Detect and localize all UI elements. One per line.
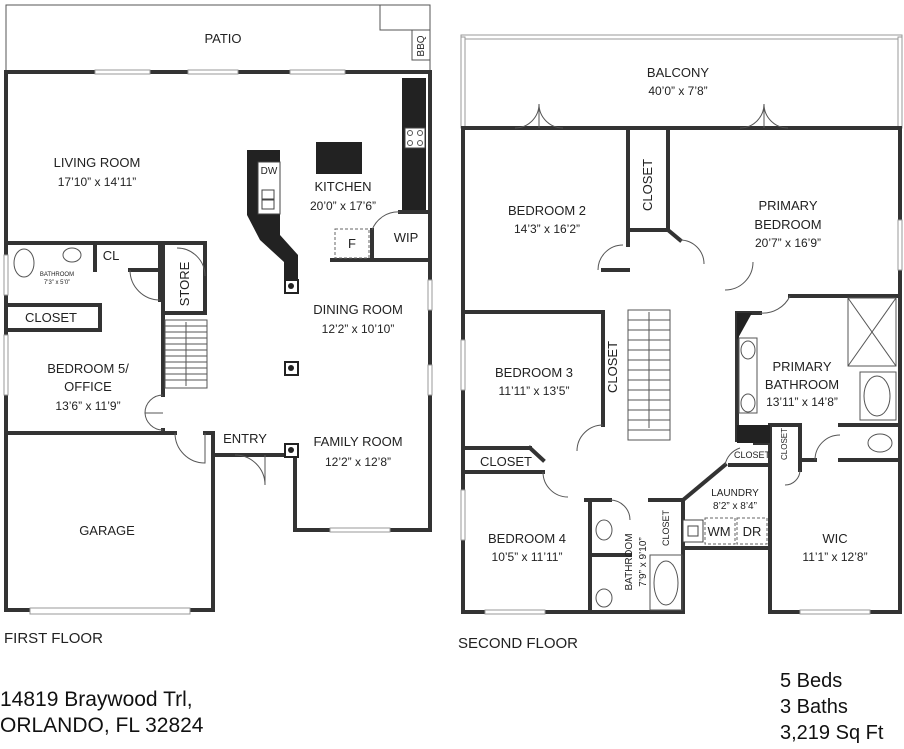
- patio-area: [5, 4, 431, 72]
- first-floor-windows: [3, 69, 433, 615]
- primary-bedroom-label-line2: BEDROOM: [754, 217, 821, 232]
- living-room-label: LIVING ROOM: [54, 155, 141, 170]
- garage-label: GARAGE: [79, 523, 135, 538]
- baths-count: 3 Baths: [780, 696, 848, 718]
- second-floor-label: SECOND FLOOR: [458, 635, 578, 652]
- second-bath-fixtures: [595, 519, 683, 611]
- address-line2: ORLANDO, FL 32824: [0, 714, 204, 737]
- primary-bathroom-label-line1: PRIMARY: [773, 359, 832, 374]
- closet-b-label: CLOSET: [734, 450, 771, 460]
- bedroom3-label: BEDROOM 3: [495, 365, 573, 380]
- family-room-label: FAMILY ROOM: [313, 434, 402, 449]
- first-floor-doors: [129, 211, 401, 486]
- first-floor-plan: BBQ: [3, 4, 433, 615]
- living-room-dim: 17’10” x 14’11”: [58, 175, 137, 189]
- bedroom4-label: BEDROOM 4: [488, 531, 566, 546]
- bbq-label: BBQ: [416, 35, 427, 56]
- bedroom3-dim: 11’11” x 13’5”: [499, 384, 570, 398]
- primary-bedroom-label-line1: PRIMARY: [759, 198, 818, 213]
- balcony-area: [460, 34, 903, 129]
- family-room-dim: 12’2” x 12’8”: [325, 455, 391, 469]
- second-floor-stairs: [627, 309, 671, 441]
- laundry-label: LAUNDRY: [711, 488, 759, 499]
- second-floor-plan: [460, 34, 903, 615]
- primary-bathroom-dim: 13’11” x 14’8”: [766, 395, 838, 409]
- primary-bathroom-label-line2: BATHROOM: [765, 377, 839, 392]
- kitchen-counters: [247, 78, 426, 280]
- columns: [284, 279, 299, 458]
- property-address: 14819 Braywood Trl, ORLANDO, FL 32824: [0, 687, 203, 739]
- wip-label: WIP: [394, 230, 419, 245]
- primary-bedroom-dim: 20’7” x 16’9”: [755, 236, 821, 250]
- dining-room-dim: 12’2” x 10’10”: [322, 322, 395, 336]
- first-bath-label: BATHROOM: [40, 272, 74, 278]
- dining-room-label: DINING ROOM: [313, 302, 403, 317]
- kitchen-label: KITCHEN: [314, 179, 371, 194]
- bedroom2-label: BEDROOM 2: [508, 203, 586, 218]
- entry-label: ENTRY: [223, 431, 267, 446]
- first-floor-bath-fixtures: [13, 247, 82, 278]
- washer-label: WM: [707, 524, 730, 539]
- wic-dim: 11’1” x 12’8”: [802, 550, 867, 564]
- first-closet-label: CLOSET: [25, 310, 77, 325]
- bedroom2-dim: 14’3” x 16’2”: [514, 222, 580, 236]
- first-bath-dim: 7’3” x 5’0”: [44, 280, 70, 286]
- store-label: STORE: [177, 261, 192, 306]
- first-floor-interior-walls: [4, 210, 432, 457]
- hall-closet-label: CLOSET: [480, 454, 532, 469]
- bedroom4-dim: 10’5” x 11’11”: [492, 550, 563, 564]
- second-floor-doors: [514, 103, 841, 521]
- balcony-dim: 40’0” x 7’8”: [648, 84, 707, 98]
- dishwasher-label: DW: [261, 166, 278, 177]
- closet-a-label: CLOSET: [780, 428, 789, 460]
- laundry-dim: 8’2” x 8’4”: [713, 501, 757, 512]
- bedroom5-dim: 13’6” x 11’9”: [55, 399, 120, 413]
- bedroom3-closet-label: CLOSET: [605, 341, 620, 393]
- kitchen-dim: 20’0” x 17’6”: [310, 199, 376, 213]
- second-bathroom-label: BATHROOM: [624, 533, 635, 590]
- beds-count: 5 Beds: [780, 670, 843, 692]
- balcony-label: BALCONY: [647, 65, 709, 80]
- fridge-label: F: [348, 236, 356, 251]
- property-summary: 5 Beds 3 Baths 3,219 Sq Ft: [780, 668, 883, 746]
- second-floor-windows: [460, 219, 903, 615]
- bedroom5-label-line2: OFFICE: [64, 379, 112, 394]
- cl-label: CL: [103, 248, 120, 263]
- bedroom5-label-line1: BEDROOM 5/: [47, 361, 129, 376]
- primary-bath-fixtures: [737, 297, 897, 453]
- first-floor-label: FIRST FLOOR: [4, 630, 103, 647]
- square-footage: 3,219 Sq Ft: [780, 722, 884, 744]
- laundry-appliances: [682, 517, 768, 545]
- bath-closet-label: CLOSET: [661, 509, 671, 546]
- address-line1: 14819 Braywood Trl,: [0, 688, 193, 711]
- bedroom2-closet-label: CLOSET: [640, 159, 655, 211]
- dryer-label: DR: [743, 524, 762, 539]
- wic-label: WIC: [822, 531, 847, 546]
- first-floor-stairs: [164, 319, 208, 389]
- second-bathroom-dim: 7’9” x 9’10”: [638, 537, 649, 586]
- patio-label: PATIO: [204, 31, 241, 46]
